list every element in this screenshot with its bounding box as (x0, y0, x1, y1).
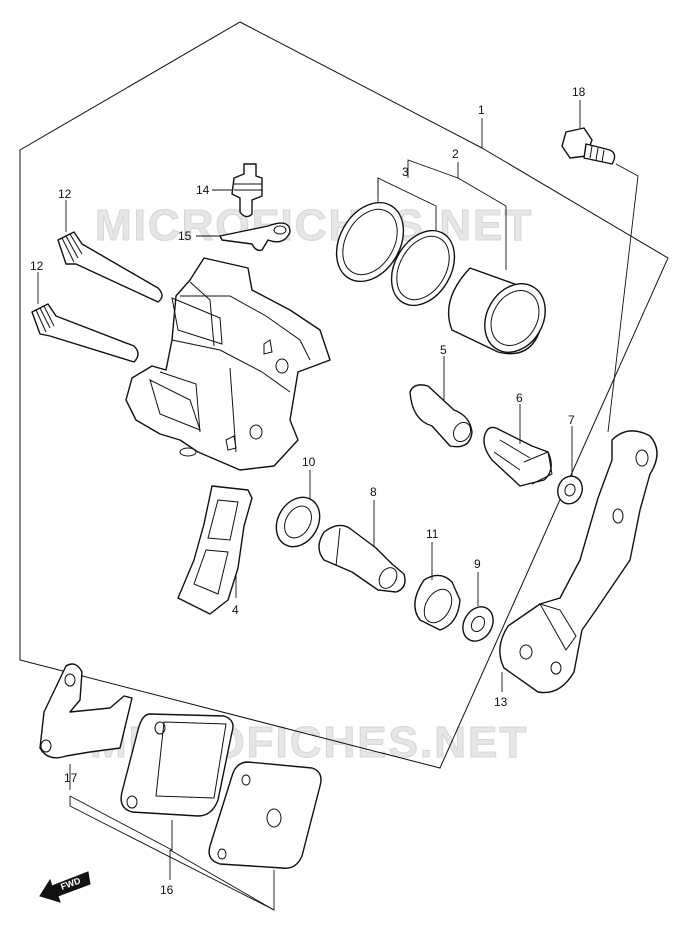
leader-16-a (69, 795, 173, 851)
leader-2-3 (407, 159, 459, 179)
part-13-bracket[interactable] (499, 430, 658, 694)
callout-3: 3 (402, 165, 409, 179)
callout-2: 2 (452, 147, 459, 161)
part-9-washer[interactable] (457, 601, 499, 646)
callout-6: 6 (516, 391, 523, 405)
callout-16: 16 (160, 883, 174, 897)
callout-12-upper: 12 (58, 187, 72, 201)
part-16-pad-upper[interactable] (120, 713, 234, 817)
watermark-top: MICROFICHES.NET (95, 201, 533, 250)
callout-8: 8 (370, 485, 377, 499)
part-4-pad-spring[interactable] (177, 485, 253, 615)
part-17-shim[interactable] (39, 663, 133, 759)
part-12-pin-lower[interactable] (31, 303, 139, 363)
callout-17: 17 (64, 771, 78, 785)
part-2-piston[interactable] (447, 267, 558, 363)
callout-4: 4 (232, 603, 239, 617)
callout-1: 1 (478, 103, 485, 117)
callout-5: 5 (440, 343, 447, 357)
part-16-pad-lower[interactable] (208, 761, 322, 869)
leader-16-c (69, 796, 275, 911)
callout-13: 13 (494, 695, 508, 709)
callout-10: 10 (302, 455, 316, 469)
part-15-clip[interactable] (219, 222, 291, 252)
part-8-pin[interactable] (318, 524, 406, 593)
part-14-bleeder[interactable] (231, 163, 263, 218)
leader-18-bracket (607, 163, 639, 433)
caliper-body[interactable] (125, 257, 331, 471)
assembly-outline (19, 21, 669, 769)
callout-9: 9 (474, 557, 481, 571)
part-12-pin-upper[interactable] (57, 231, 163, 303)
callout-15: 15 (178, 229, 192, 243)
part-10-boot[interactable] (268, 489, 329, 554)
callout-11: 11 (426, 527, 439, 541)
leader-2 (457, 177, 507, 270)
callout-14: 14 (196, 183, 210, 197)
part-5-sleeve[interactable] (409, 384, 474, 448)
part-6-pin[interactable] (483, 426, 553, 487)
callout-12-lower: 12 (30, 259, 44, 273)
part-11-boot[interactable] (414, 574, 461, 631)
fwd-arrow-icon: FWD (39, 871, 91, 903)
callout-18: 18 (572, 85, 586, 99)
part-18-bolt[interactable] (561, 127, 616, 165)
part-7-washer[interactable] (554, 473, 586, 508)
callout-7: 7 (568, 413, 575, 427)
part-3-seals[interactable] (323, 191, 467, 317)
